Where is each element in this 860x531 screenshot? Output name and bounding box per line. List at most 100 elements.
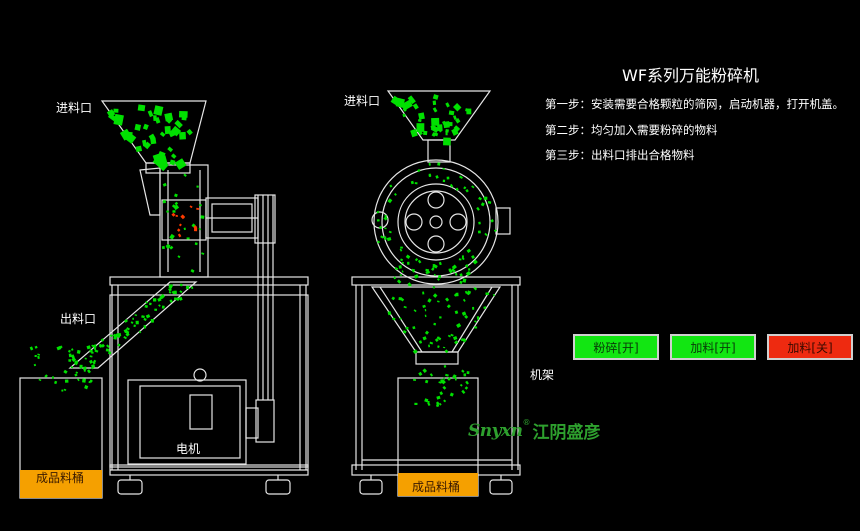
particle: [490, 219, 494, 223]
particle: [483, 196, 488, 200]
particle: [445, 373, 449, 377]
particle: [464, 386, 469, 390]
particle: [82, 378, 86, 383]
particle: [190, 269, 195, 273]
particle: [148, 302, 152, 306]
particle: [474, 326, 478, 329]
particle: [436, 395, 441, 400]
particle: [378, 225, 383, 230]
particle: [396, 279, 402, 284]
particle: [432, 107, 438, 113]
particle: [424, 379, 429, 384]
particle: [177, 233, 182, 238]
particle: [455, 187, 459, 191]
particle: [153, 105, 164, 116]
particle: [402, 113, 406, 118]
particle: [162, 182, 167, 187]
particle: [465, 188, 469, 193]
particle: [443, 137, 451, 146]
particle: [76, 349, 81, 354]
particle: [423, 130, 428, 136]
particle: [176, 228, 181, 232]
particle: [428, 173, 432, 178]
particle: [442, 346, 446, 349]
particle: [106, 344, 110, 348]
particle: [438, 261, 442, 266]
particle: [437, 162, 441, 166]
particle: [173, 204, 180, 211]
particle: [442, 167, 446, 170]
particle: [89, 359, 94, 364]
particle: [123, 328, 129, 334]
particle: [400, 246, 403, 249]
particle: [179, 296, 183, 301]
particle: [417, 259, 422, 264]
particle: [157, 297, 162, 302]
particle: [71, 357, 77, 363]
particle: [461, 369, 465, 373]
particle: [394, 267, 399, 271]
particle: [133, 324, 136, 328]
particle: [180, 214, 186, 220]
particle: [427, 402, 431, 406]
particle: [450, 333, 454, 337]
particle: [442, 385, 447, 390]
particle: [422, 291, 425, 295]
feed-on-button[interactable]: 加料[开]: [670, 334, 756, 360]
right-hopper: [386, 90, 492, 141]
particle: [432, 265, 436, 269]
crush-on-button[interactable]: 粉碎[开]: [573, 334, 659, 360]
particle: [466, 292, 470, 296]
particle: [178, 111, 188, 118]
particle: [123, 336, 127, 340]
particle: [455, 117, 461, 124]
left-pulley-bottom: [255, 399, 275, 443]
particle: [414, 258, 419, 262]
particle: [144, 304, 149, 309]
particle: [487, 201, 492, 204]
particle: [492, 293, 496, 297]
particle: [161, 245, 165, 250]
particle: [464, 290, 468, 294]
particle: [448, 268, 452, 272]
particle: [68, 349, 71, 353]
particle: [446, 176, 450, 180]
particle: [387, 311, 392, 316]
particle: [407, 261, 410, 265]
particle: [474, 320, 477, 323]
particle: [425, 268, 430, 272]
particle: [477, 230, 481, 234]
particle: [432, 286, 436, 289]
particle: [54, 380, 58, 385]
particle: [166, 244, 171, 249]
step-1: 第一步：安装需要合格颗粒的筛网，启动机器，打开机盖。: [545, 97, 844, 111]
particle: [454, 377, 457, 381]
particle: [394, 192, 397, 196]
particle: [77, 378, 80, 382]
particle: [432, 100, 437, 106]
particle: [135, 145, 143, 153]
particle: [181, 116, 187, 121]
particle: [418, 112, 425, 120]
particle: [164, 112, 174, 122]
particle: [130, 321, 134, 324]
particle: [166, 210, 169, 213]
particle: [438, 381, 442, 384]
particle: [433, 264, 438, 269]
particle: [143, 324, 147, 329]
particle: [74, 373, 78, 377]
particle: [453, 125, 461, 132]
particle: [483, 306, 487, 310]
feed-off-button[interactable]: 加料[关]: [767, 334, 853, 360]
particle: [476, 316, 480, 320]
particle: [471, 255, 475, 259]
particle: [445, 129, 449, 133]
particle: [150, 319, 154, 323]
particle: [410, 128, 418, 138]
particle: [428, 344, 431, 348]
particle: [83, 368, 86, 372]
particle: [113, 108, 119, 113]
particle: [418, 340, 423, 344]
particle: [117, 343, 121, 347]
particle: [161, 305, 165, 309]
